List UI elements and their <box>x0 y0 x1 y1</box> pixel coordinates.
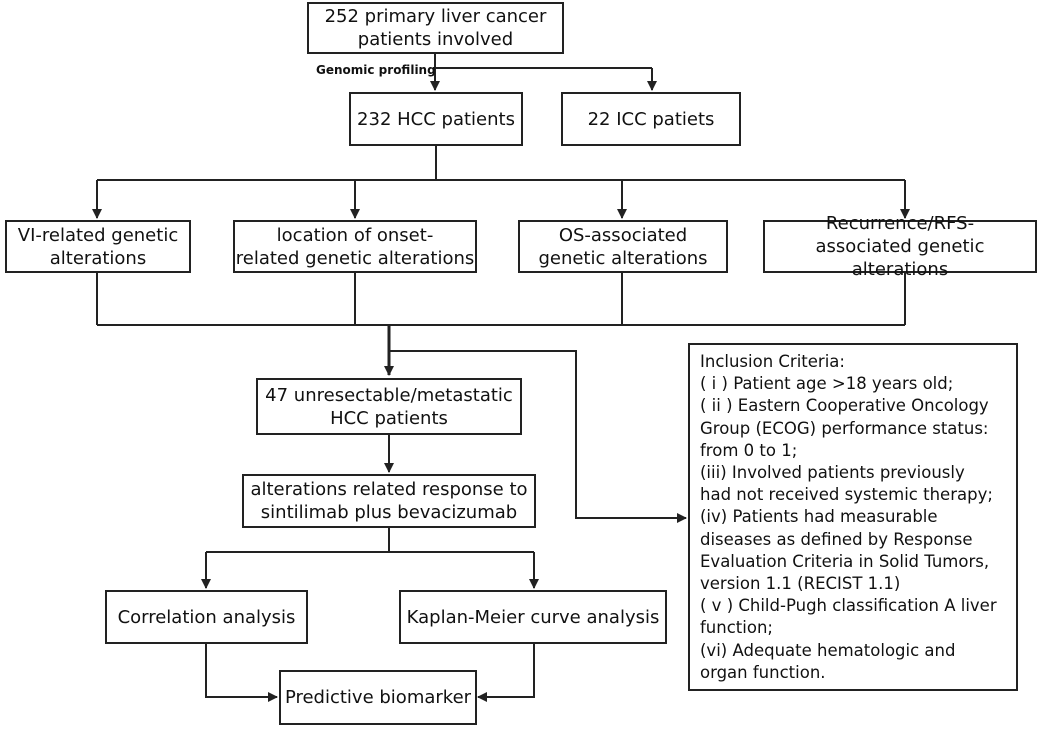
node-kaplan: Kaplan-Meier curve analysis <box>399 590 667 644</box>
criteria-line: Evaluation Criteria in Solid Tumors, <box>700 551 990 571</box>
edge-kaplan-to-biomarker <box>477 643 535 702</box>
node-location: location of onset-related genetic altera… <box>233 220 477 273</box>
node-hcc: 232 HCC patients <box>349 92 523 146</box>
criteria-line: function; <box>700 618 773 638</box>
criteria-line: version 1.1 (RECIST 1.1) <box>700 574 901 594</box>
criteria-line: ( v ) Child-Pugh classification A liver <box>700 596 997 616</box>
edge-label-genomic-profiling: Genomic profiling <box>316 63 436 77</box>
criteria-line: had not received systemic therapy; <box>700 485 993 505</box>
criteria-line: diseases as defined by Response <box>700 529 973 549</box>
criteria-line: organ function. <box>700 662 826 682</box>
criteria-line: (vi) Adequate hematologic and <box>700 640 956 660</box>
criteria-line: (iv) Patients had measurable <box>700 507 938 527</box>
edge-correlation-to-biomarker <box>205 643 278 702</box>
node-correlation: Correlation analysis <box>105 590 308 644</box>
criteria-line: from 0 to 1; <box>700 440 798 460</box>
criteria-line: Group (ECOG) performance status: <box>700 418 989 438</box>
criteria-line: ( ii ) Eastern Cooperative Oncology <box>700 396 989 416</box>
node-rfs: Recurrence/RFS-associated genetic altera… <box>763 213 1037 280</box>
node-biomarker: Predictive biomarker <box>279 670 477 725</box>
node-icc: 22 ICC patiets <box>561 92 741 146</box>
criteria-line: (iii) Involved patients previously <box>700 463 965 483</box>
edge-to-criteria <box>389 350 687 523</box>
inclusion-criteria-box: Inclusion Criteria: ( i ) Patient age >1… <box>688 343 1018 691</box>
criteria-line: Inclusion Criteria: <box>700 352 845 371</box>
criteria-line: ( i ) Patient age >18 years old; <box>700 374 954 394</box>
